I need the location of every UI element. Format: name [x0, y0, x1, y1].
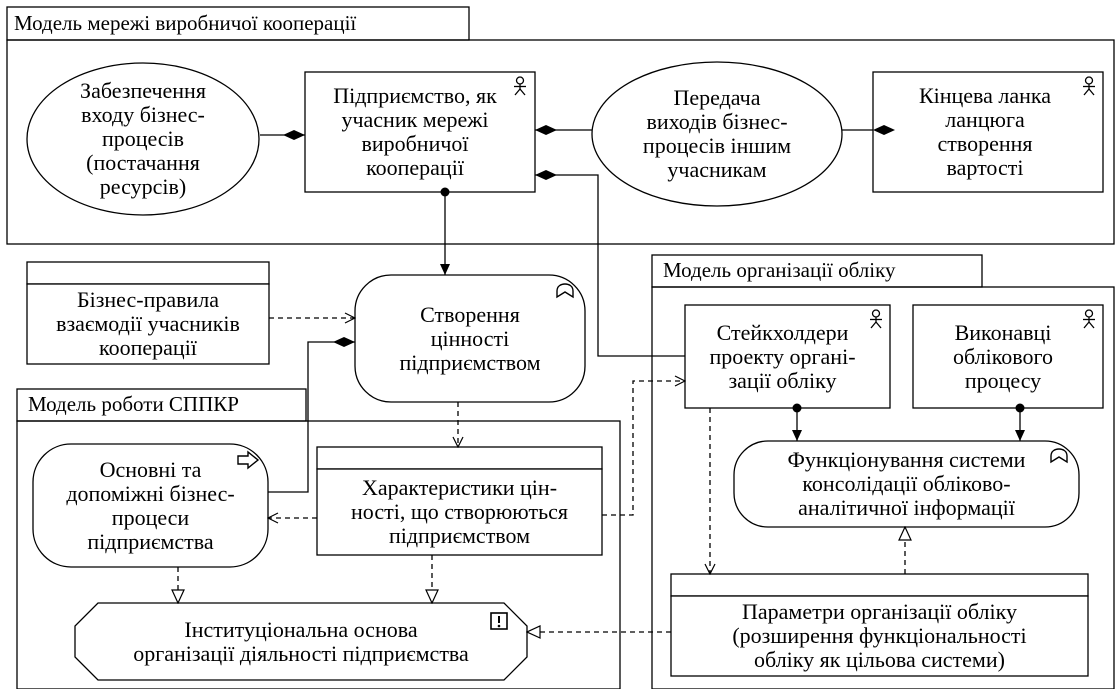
group-dss-tab	[16, 388, 307, 422]
group-accounting-tab	[651, 254, 983, 288]
actor-icon	[1083, 309, 1095, 329]
process-arrow-icon	[237, 450, 260, 470]
node-business-rules-label: Бізнес-правила взаємодії учасників коопе…	[56, 287, 240, 360]
node-institutional-basis-label: Інституціональна основа організації діял…	[133, 616, 469, 666]
node-transfer	[591, 61, 843, 207]
node-processes	[32, 443, 269, 568]
group-network-frame	[6, 39, 1115, 245]
actor-icon	[870, 309, 882, 329]
group-accounting-title: Модель організації обліку	[663, 258, 896, 282]
node-value-characteristics	[316, 468, 603, 556]
node-value-characteristics-header	[316, 446, 603, 470]
node-performers-label: Виконавці облікового процесу	[952, 319, 1054, 393]
node-value-creation	[354, 274, 586, 403]
node-institutional-basis	[74, 602, 528, 681]
node-business-rules-header	[26, 261, 270, 285]
node-final-link	[872, 71, 1104, 193]
node-final-link-label: Кінцева ланка ланцюга створення вартості	[918, 83, 1052, 180]
node-stakeholders-label: Стейкхолдери проекту органі- зації облік…	[709, 319, 856, 393]
value-icon	[556, 283, 574, 299]
group-accounting-frame	[651, 286, 1115, 689]
rel-enterprise-stakeholders	[535, 170, 685, 357]
rel-characteristics-stakeholders	[602, 381, 685, 516]
group-network-tab	[6, 6, 470, 41]
constraint-icon	[490, 612, 508, 630]
node-accounting-params-label: Параметри організації обліку (розширення…	[732, 599, 1027, 672]
node-value-characteristics-label: Характеристики цін- ності, що створюютьс…	[351, 475, 568, 548]
node-accounting-params-header	[670, 573, 1089, 597]
node-supply-label: Забезпечення входу бізнес- процесів (пос…	[80, 78, 206, 199]
actor-icon	[1083, 76, 1095, 96]
node-value-creation-label: Створення цінності підприємством	[399, 301, 541, 375]
node-enterprise-label: Підприємство, як учасник мережі виробнич…	[333, 83, 497, 180]
node-supply	[26, 62, 260, 216]
group-network-title: Модель мережі виробничої кооперації	[14, 11, 357, 35]
node-performers	[912, 304, 1104, 409]
node-system-function-label: Функціонування системи консолідації облі…	[787, 447, 1026, 520]
group-dss-title: Модель роботи СППКР	[28, 392, 239, 416]
node-stakeholders	[684, 304, 891, 409]
node-business-rules	[26, 283, 270, 365]
group-dss-frame	[16, 420, 621, 689]
value-icon	[1050, 448, 1068, 464]
node-transfer-label: Передача виходів бізнес- процесів іншим …	[642, 85, 792, 182]
node-accounting-params	[670, 595, 1089, 677]
rel-value-processes	[268, 337, 355, 493]
actor-icon	[514, 76, 526, 96]
node-processes-label: Основні та допоміжні бізнес- процеси під…	[66, 456, 235, 554]
